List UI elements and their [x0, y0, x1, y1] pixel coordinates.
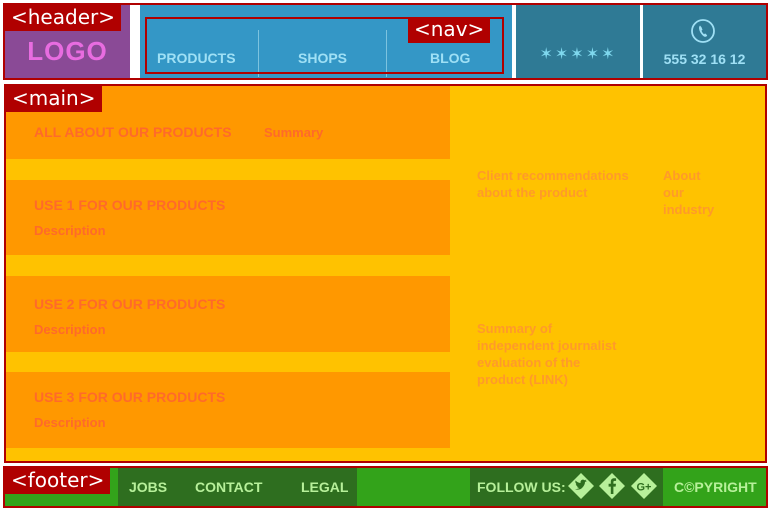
google-plus-icon[interactable]: G+ — [630, 472, 658, 500]
section-use-1 — [6, 180, 450, 255]
follow-us-label: FOLLOW US: — [477, 479, 566, 495]
nav-item-shops[interactable]: SHOPS — [298, 50, 348, 66]
footer-follow-block — [470, 468, 663, 506]
footer-tag: <footer> — [5, 468, 111, 494]
copyright: C©PYRIGHT — [674, 479, 757, 495]
client-recommendations: Client recommendations about the product — [477, 168, 629, 200]
section-subtitle: Description — [34, 415, 106, 430]
footer-spacer — [357, 468, 470, 506]
footer-link-contact[interactable]: CONTACT — [195, 479, 263, 495]
footer-link-legal[interactable]: LEGAL — [301, 479, 349, 495]
section-title: ALL ABOUT OUR PRODUCTS — [34, 124, 232, 140]
section-use-3 — [6, 372, 450, 448]
nav-frame — [145, 17, 504, 74]
section-subtitle: Description — [34, 223, 106, 238]
industry-info: About our industry — [663, 168, 715, 217]
footer-links-block — [118, 468, 357, 506]
phone-icon — [691, 19, 715, 43]
nav-item-products[interactable]: PRODUCTS — [157, 50, 236, 66]
svg-text:G+: G+ — [637, 482, 652, 494]
section-title: USE 3 FOR OUR PRODUCTS — [34, 389, 226, 405]
header-tag: <header> — [5, 5, 121, 31]
logo[interactable]: LOGO — [27, 36, 108, 66]
section-title: USE 1 FOR OUR PRODUCTS — [34, 197, 226, 213]
main-tag: <main> — [6, 86, 102, 112]
section-subtitle: Summary — [264, 125, 324, 140]
footer-link-jobs[interactable]: JOBS — [129, 479, 168, 495]
rating-stars: ✶✶✶✶✶ — [539, 44, 617, 63]
section-use-2 — [6, 276, 450, 352]
phone-number[interactable]: 555 32 16 12 — [663, 51, 746, 67]
facebook-icon[interactable] — [598, 472, 626, 500]
nav-divider — [386, 30, 387, 77]
nav-tag: <nav> — [408, 17, 491, 43]
nav-divider — [258, 30, 259, 77]
nav-item-blog[interactable]: BLOG — [430, 50, 471, 66]
section-subtitle: Description — [34, 322, 106, 337]
section-title: USE 2 FOR OUR PRODUCTS — [34, 296, 226, 312]
rating-block — [516, 5, 640, 78]
footer-copyright-block — [663, 468, 766, 506]
journalist-evaluation-link[interactable]: Summary of independent journalist evalua… — [477, 321, 617, 387]
twitter-icon[interactable] — [567, 472, 595, 500]
